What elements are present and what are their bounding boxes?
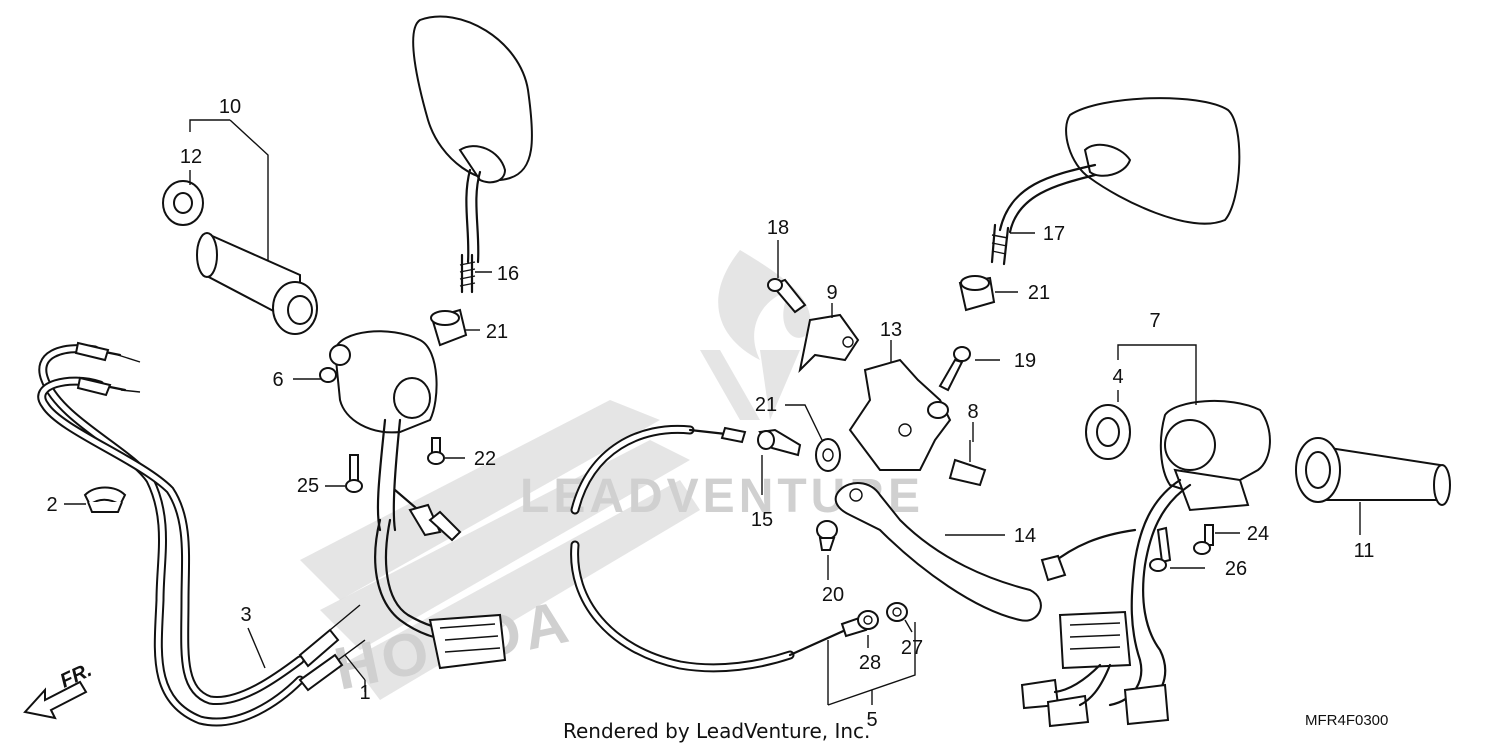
clutch-cable[interactable] [570,424,868,673]
front-arrow-icon [23,680,88,720]
mirror-nut-left[interactable] [430,308,468,347]
front-direction-indicator: FR. [23,659,95,720]
right-grip-11[interactable] [1295,437,1451,506]
collar-4[interactable] [1085,404,1131,460]
lever-bracket-13[interactable] [848,358,952,471]
throttle-cables[interactable] [37,341,366,727]
bolt-19[interactable] [938,346,971,392]
callout-10[interactable]: 10 [219,96,241,118]
callout-23[interactable]: 22 [474,448,496,470]
adjuster-15[interactable] [757,428,802,457]
callout-24[interactable]: 24 [1247,523,1269,545]
callout-19[interactable]: 19 [1014,350,1036,372]
callout-15[interactable]: 15 [751,509,773,531]
bolt-18[interactable] [767,278,807,314]
lever-holder-9[interactable] [798,313,860,374]
throttle-grip[interactable] [162,180,318,335]
callout-5[interactable]: 5 [866,709,877,731]
left-switch-wiring [374,518,507,670]
callout-18[interactable]: 18 [767,217,789,239]
callout-22[interactable]: 21 [755,394,777,416]
callout-1[interactable]: 1 [359,682,370,704]
callout-28[interactable]: 28 [859,652,881,674]
left-switch-housing[interactable] [319,330,462,542]
callout-12[interactable]: 12 [180,146,202,168]
callout-20[interactable]: 20 [822,584,844,606]
leader-lines [64,119,1361,706]
callout-8[interactable]: 8 [967,401,978,423]
screw-26[interactable] [1149,526,1172,572]
callout-13[interactable]: 13 [880,319,902,341]
callout-3[interactable]: 3 [240,604,251,626]
callout-26[interactable]: 26 [1225,558,1247,580]
callout-labels: 10 12 16 21 6 22 25 2 3 1 18 9 13 19 21 … [46,96,1374,731]
callout-16[interactable]: 16 [497,263,519,285]
screw-25[interactable] [345,454,363,493]
callout-21-left[interactable]: 21 [486,321,508,343]
screw-23[interactable] [427,437,445,465]
callout-14[interactable]: 14 [1014,525,1036,547]
adjuster-22[interactable] [815,438,841,472]
screw-24[interactable] [1193,524,1214,555]
nut-27[interactable] [886,602,908,622]
callout-4[interactable]: 4 [1112,366,1123,388]
right-mirror[interactable] [990,97,1241,266]
clutch-lever-14[interactable] [834,482,1042,622]
callout-21-right[interactable]: 21 [1028,282,1050,304]
callout-27[interactable]: 27 [901,637,923,659]
clutch-switch-8[interactable] [948,440,987,487]
callout-11[interactable]: 11 [1354,540,1375,562]
right-switch-wiring [1020,478,1192,728]
callout-17[interactable]: 17 [1043,223,1065,245]
right-switch-housing[interactable] [1159,400,1271,512]
credit-text: Rendered by LeadVenture, Inc. [563,719,870,743]
bolt-20[interactable] [816,520,838,551]
front-label: FR. [57,659,95,693]
callout-6[interactable]: 6 [272,369,283,391]
callout-9[interactable]: 9 [826,282,837,304]
callout-2[interactable]: 2 [46,494,57,516]
left-mirror[interactable] [412,15,533,294]
callout-7[interactable]: 7 [1149,310,1160,332]
diagram-code: MFR4F0300 [1305,712,1388,729]
nut-28[interactable] [857,610,879,630]
mirror-nut-right[interactable] [958,275,996,312]
cable-clamp[interactable] [83,486,127,513]
callout-25[interactable]: 25 [297,475,319,497]
